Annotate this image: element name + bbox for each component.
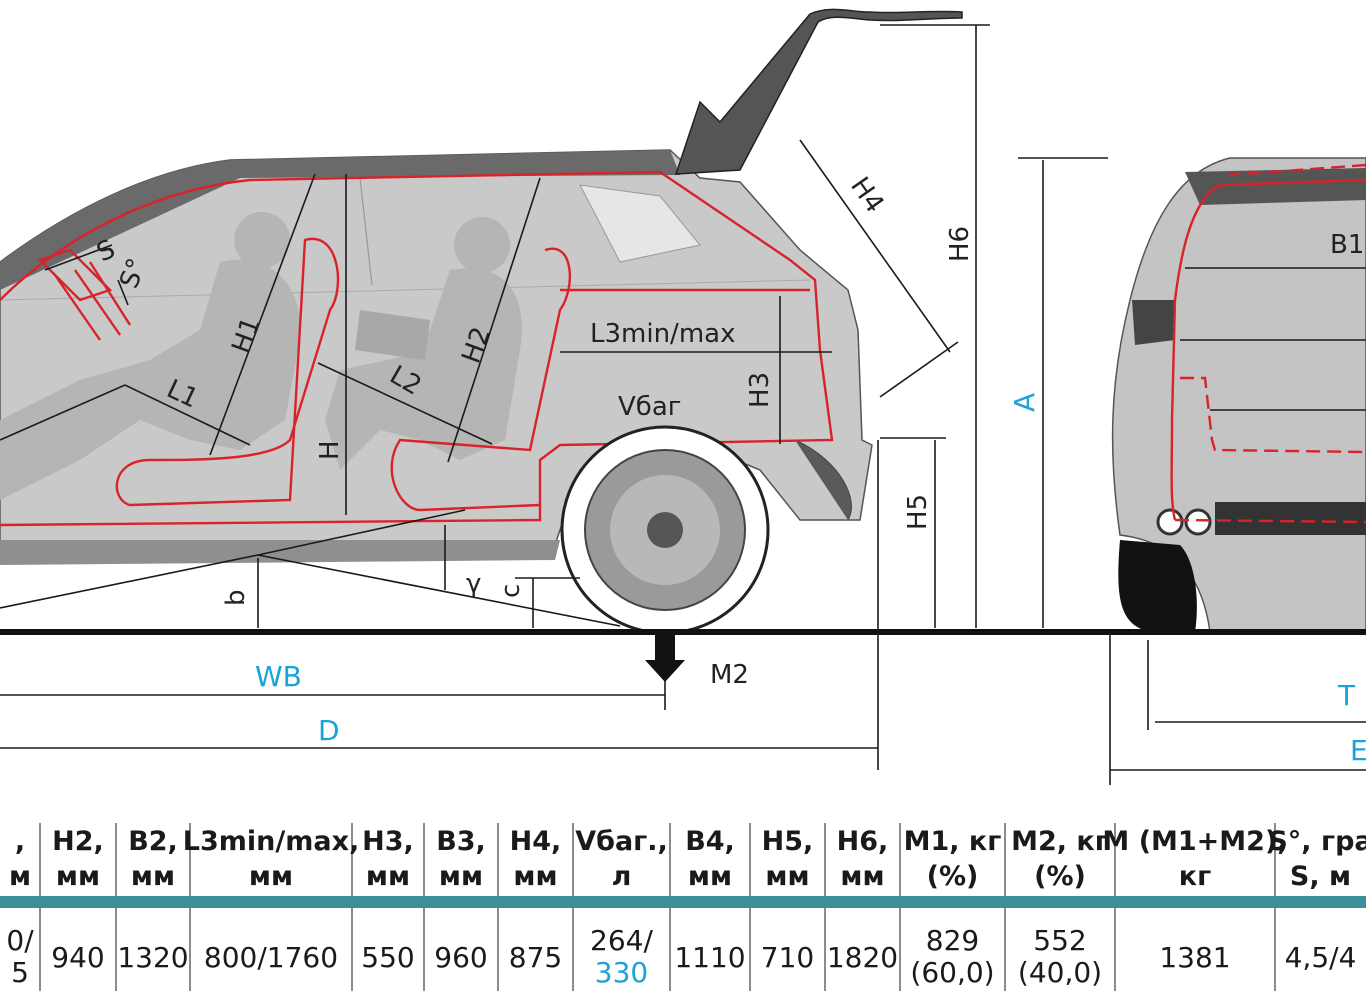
table-cell: 4,5/4 (1285, 941, 1357, 974)
table-cell-line2: 5 (11, 956, 29, 989)
label-h6: H6 (945, 226, 975, 262)
label-h5: H5 (903, 494, 933, 530)
table-header-line1: B4, (685, 826, 735, 857)
table-cell: 1110 (674, 941, 745, 974)
table-header-line2: S, м (1290, 861, 1351, 892)
table-header-line2: л (612, 861, 632, 892)
table-header-line1: H5, (762, 826, 814, 857)
label-b: b (221, 589, 251, 606)
table-cell: 1320 (117, 941, 188, 974)
table-header-line1: B2, (128, 826, 178, 857)
interior-outline (0, 170, 834, 527)
label-b1: B1 (1330, 230, 1364, 260)
table-header-line2: мм (439, 861, 483, 892)
table-header-line1: H2, (52, 826, 104, 857)
table-cell: 940 (51, 941, 104, 974)
table-header-line1: H4, (510, 826, 562, 857)
table-cell-line2: (60,0) (910, 956, 994, 989)
table-cell-line2: (40,0) (1018, 956, 1102, 989)
label-h3: H3 (745, 372, 775, 408)
table-header-line2: (%) (1034, 861, 1086, 892)
table-cell-line1: 0/ (6, 924, 34, 957)
table-header-rule (0, 896, 1366, 908)
table-cell: 1820 (827, 941, 898, 974)
table-header-line1: B3, (436, 826, 486, 857)
table-header-line1: M2, кг (1011, 826, 1109, 857)
table-header-line1: , (15, 826, 25, 857)
table-header-line1: M1, кг (904, 826, 1002, 857)
spec-table: ,мH2,ммB2,ммL3min/max,ммH3,ммB3,ммH4,ммV… (0, 823, 1366, 991)
table-header-line2: мм (366, 861, 410, 892)
table-header-line2: (%) (927, 861, 979, 892)
table-values: 0/5 940 1320 800/1760 550 960 875 264/330 1110 71… (6, 924, 1356, 989)
table-header-line2: мм (688, 861, 732, 892)
table-cell: 960 (434, 941, 487, 974)
table-header-line1: H6, (837, 826, 889, 857)
table-header-line2: мм (765, 861, 809, 892)
rear-wheel (560, 425, 770, 635)
table-header-line1: H3, (362, 826, 414, 857)
table-cell: 710 (761, 941, 814, 974)
label-t: Т (1337, 679, 1356, 712)
table-header-line2: мм (249, 861, 293, 892)
table-cell-line1: 264/ (590, 924, 653, 957)
label-l3: L3min/max (590, 319, 735, 349)
table-header-line2: мм (131, 861, 175, 892)
car-rear-view (1111, 157, 1366, 633)
label-h: H (315, 440, 345, 460)
label-d: D (318, 714, 340, 747)
label-m2: M2 (710, 660, 749, 690)
occupant-silhouettes (0, 212, 522, 500)
table-cell: 875 (509, 941, 562, 974)
table-header-line1: L3min/max, (183, 826, 360, 857)
table-header-line1: M (M1+M2), (1102, 826, 1287, 857)
load-arrow-icon (645, 632, 685, 682)
table-header-line2: кг (1179, 861, 1211, 892)
table-header-line1: Vбаг., (575, 826, 668, 857)
table-cell-line1: 552 (1033, 924, 1086, 957)
table-cell: 800/1760 (204, 941, 338, 974)
label-gamma: γ (466, 569, 481, 599)
label-c: c (496, 584, 526, 598)
dimension-diagram: S S° H1 L1 H L2 H2 L3min/max Vбаг H3 H4 … (0, 8, 1366, 785)
table-headers: ,мH2,ммB2,ммL3min/max,ммH3,ммB3,ммH4,ммV… (9, 826, 1366, 892)
label-wb: WB (255, 660, 302, 693)
table-cell-line1: 829 (926, 924, 979, 957)
label-a: A (1008, 393, 1041, 412)
table-header-line2: м (9, 861, 31, 892)
label-v-bag: Vбаг (618, 392, 681, 422)
dimension-lines (0, 24, 1366, 785)
table-cell: 1381 (1159, 941, 1230, 974)
table-header-line1: S°, гра (1268, 826, 1366, 857)
table-cell-line2: 330 (595, 956, 648, 989)
table-cell: 550 (361, 941, 414, 974)
label-e: E (1350, 734, 1366, 767)
table-header-line2: мм (56, 861, 100, 892)
table-header-line2: мм (840, 861, 884, 892)
table-header-line2: мм (513, 861, 557, 892)
